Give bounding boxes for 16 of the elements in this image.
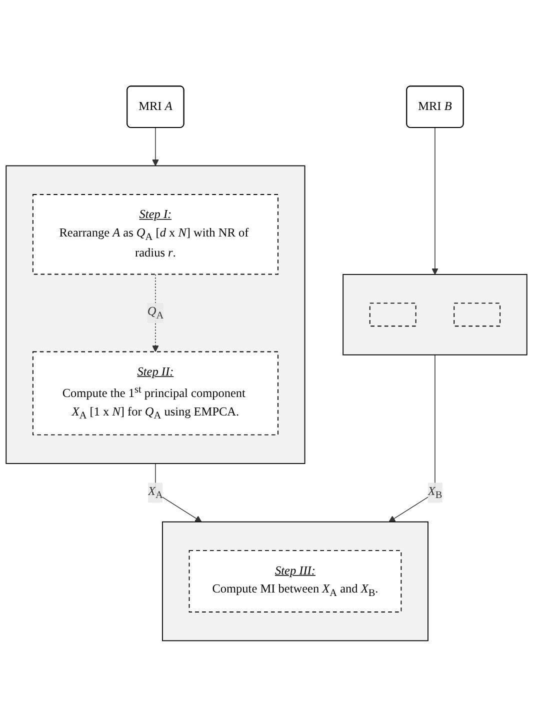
edge-label: X$_{A}$: [148, 485, 163, 501]
node-box: Step I: Rearrange A as Q$_{A}$ [d x N] with NR of radius r.: [32, 194, 278, 275]
node-box: Step III: Compute MI between X$_{A}$ and X$_{B}$.: [188, 550, 402, 613]
node-box: Step II: Compute the 1$^{st}$ principal component X$_{A}$ [1 x N] for Q$_{A}$ using EMPCA.: [32, 351, 278, 436]
arrow: [432, 127, 438, 275]
arrow: [388, 354, 436, 522]
arrow: [155, 463, 202, 522]
cluster: [342, 274, 528, 356]
edge-label: Q$_{A}$: [147, 305, 164, 321]
arrow: [152, 127, 159, 166]
node-box: [369, 302, 416, 327]
cluster: [162, 522, 428, 642]
edge-label: X$_{B}$: [428, 485, 442, 501]
node-box: [454, 302, 501, 327]
arrow: [152, 274, 159, 352]
cluster: [6, 165, 306, 464]
